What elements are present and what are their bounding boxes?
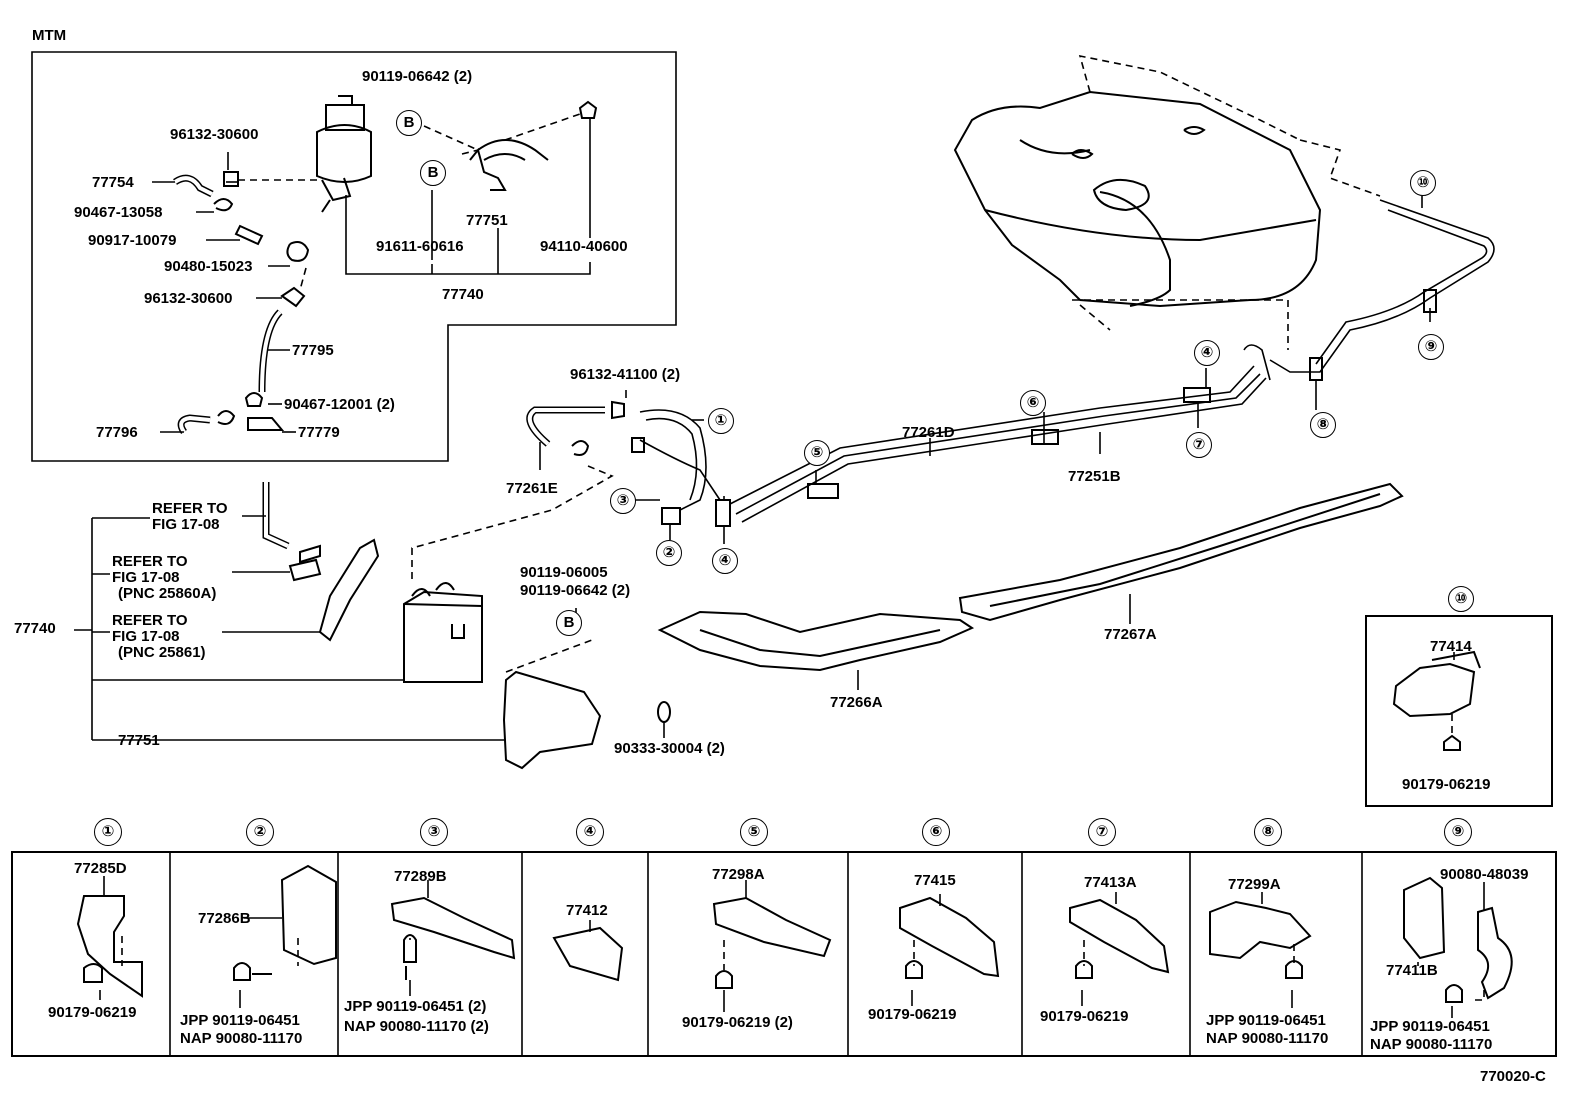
part-label-77414: 77414 <box>1430 638 1472 655</box>
table-num-1: ① <box>94 818 122 846</box>
refer-2-line-a: REFER TO <box>112 553 188 570</box>
table-part-6: 77415 <box>914 872 956 889</box>
inset-10-callout: ⑩ <box>1448 586 1474 612</box>
part-label-77267a: 77267A <box>1104 626 1157 643</box>
table-6-line-1: 90179-06219 <box>868 1006 957 1023</box>
refer-1-line-b: FIG 17-08 <box>152 516 220 533</box>
part-label-96132-30600: 96132-30600 <box>170 126 259 143</box>
table-8-line-2: NAP 90080-11170 <box>1206 1030 1329 1047</box>
part-label-77251b: 77251B <box>1068 468 1121 485</box>
part-label-77740-mtm: 77740 <box>442 286 484 303</box>
table-2-line-1: JPP 90119-06451 <box>180 1012 300 1029</box>
table-part-9-extra: 90080-48039 <box>1440 866 1529 883</box>
marker-b-main: B <box>556 610 582 636</box>
table-part-5: 77298A <box>712 866 765 883</box>
part-label-77754: 77754 <box>92 174 134 191</box>
table-num-4: ④ <box>576 818 604 846</box>
part-label-96132-41100: 96132-41100 (2) <box>570 366 681 383</box>
callout-4-a: ④ <box>712 548 738 574</box>
table-clamp-drawings <box>76 864 1513 1003</box>
table-7-line-1: 90179-06219 <box>1040 1008 1129 1025</box>
callout-8: ⑧ <box>1310 412 1336 438</box>
refer-1-line-a: REFER TO <box>152 500 228 517</box>
part-label-90333-30004: 90333-30004 (2) <box>614 740 725 757</box>
table-9-line-1: JPP 90119-06451 <box>1370 1018 1490 1035</box>
fuel-line-protector-drawing <box>657 482 1404 672</box>
part-label-77261d: 77261D <box>902 424 955 441</box>
part-label-77740-main: 77740 <box>14 620 56 637</box>
table-part-7: 77413A <box>1084 874 1137 891</box>
table-num-3: ③ <box>420 818 448 846</box>
table-9-line-2: NAP 90080-11170 <box>1370 1036 1493 1053</box>
callout-2: ② <box>656 540 682 566</box>
part-label-90119-06005: 90119-06005 <box>520 564 608 581</box>
part-label-90480-15023: 90480-15023 <box>164 258 253 275</box>
part-label-77795: 77795 <box>292 342 334 359</box>
marker-b-mtm: B <box>396 110 422 136</box>
inset-10-frame <box>1365 615 1553 807</box>
part-label-90119-06642-main: 90119-06642 (2) <box>520 582 631 599</box>
callout-7: ⑦ <box>1186 432 1212 458</box>
part-label-90467-12001: 90467-12001 (2) <box>284 396 395 413</box>
part-label-77779: 77779 <box>298 424 340 441</box>
table-2-line-2: NAP 90080-11170 <box>180 1030 303 1047</box>
vsv-canister-drawing <box>316 95 372 213</box>
table-num-5: ⑤ <box>740 818 768 846</box>
callout-10: ⑩ <box>1410 170 1436 196</box>
table-num-9: ⑨ <box>1444 818 1472 846</box>
table-5-line-1: 90179-06219 (2) <box>682 1014 793 1031</box>
charcoal-canister-drawing <box>403 582 483 683</box>
table-part-2: 77286B <box>198 910 251 927</box>
part-label-77266a: 77266A <box>830 694 883 711</box>
part-label-94110-40600: 94110-40600 <box>540 238 628 255</box>
figure-code: 770020-C <box>1480 1068 1546 1085</box>
table-part-4: 77412 <box>566 902 608 919</box>
table-1-line-1: 90179-06219 <box>48 1004 137 1021</box>
table-3-line-2: NAP 90080-11170 (2) <box>344 1018 489 1035</box>
parts-table-frame <box>11 851 1557 1057</box>
part-label-90119-06642: 90119-06642 (2) <box>362 68 473 85</box>
refer-3-line-c: (PNC 25861) <box>118 644 206 661</box>
table-part-1: 77285D <box>74 860 127 877</box>
fuel-tank-drawing <box>953 90 1322 308</box>
marker-b-mtm-2: B <box>420 160 446 186</box>
part-label-77796: 77796 <box>96 424 138 441</box>
refer-3-line-a: REFER TO <box>112 612 188 629</box>
table-3-line-1: JPP 90119-06451 (2) <box>344 998 487 1015</box>
table-dashes <box>121 936 1485 1001</box>
refer-2-line-b: FIG 17-08 <box>112 569 180 586</box>
table-num-2: ② <box>246 818 274 846</box>
refer-3-line-b: FIG 17-08 <box>112 628 180 645</box>
table-num-7: ⑦ <box>1088 818 1116 846</box>
part-label-90917-10079: 90917-10079 <box>88 232 177 249</box>
table-part-3: 77289B <box>394 868 447 885</box>
callout-3: ③ <box>610 488 636 514</box>
refer-2-line-c: (PNC 25860A) <box>118 585 217 602</box>
callout-5: ⑤ <box>804 440 830 466</box>
table-part-9: 77411B <box>1386 962 1438 979</box>
mtm-inset-frame <box>31 51 677 462</box>
part-label-91611-60616: 91611-60616 <box>376 238 464 255</box>
table-8-line-1: JPP 90119-06451 <box>1206 1012 1326 1029</box>
callout-9: ⑨ <box>1418 334 1444 360</box>
table-num-6: ⑥ <box>922 818 950 846</box>
part-label-77261e: 77261E <box>506 480 558 497</box>
part-label-96132-30600-b: 96132-30600 <box>144 290 233 307</box>
part-label-77751-main: 77751 <box>118 732 160 749</box>
part-label-77751: 77751 <box>466 212 508 229</box>
callout-1: ① <box>708 408 734 434</box>
part-label-90179-06219-inset: 90179-06219 <box>1402 776 1491 793</box>
callout-4-b: ④ <box>1194 340 1220 366</box>
table-num-8: ⑧ <box>1254 818 1282 846</box>
section-label-mtm: MTM <box>32 27 67 44</box>
table-part-8: 77299A <box>1228 876 1281 893</box>
part-label-90467-13058: 90467-13058 <box>74 204 163 221</box>
callout-6: ⑥ <box>1020 390 1046 416</box>
